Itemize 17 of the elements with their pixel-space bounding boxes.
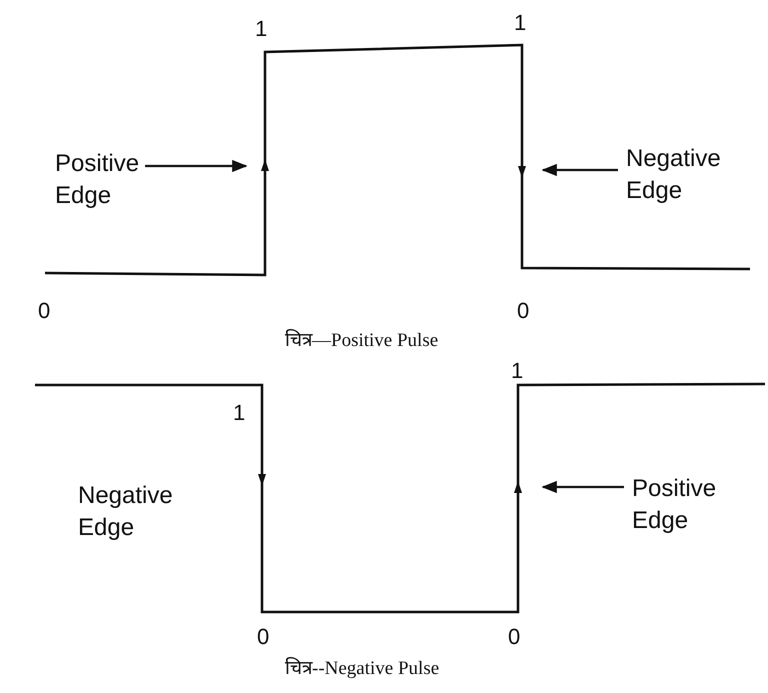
level-value: 1: [233, 400, 246, 426]
leader-arrow: [145, 160, 248, 172]
level-value: 0: [38, 298, 50, 324]
level-value: 0: [257, 624, 270, 650]
level-value: 1: [514, 10, 526, 36]
leader-arrow: [541, 164, 618, 176]
edge-label-text: Positive Edge: [632, 473, 744, 537]
edge-label-text: Negative Edge: [626, 143, 738, 207]
level-value: 0: [517, 298, 530, 324]
level-value: 0: [508, 624, 520, 650]
edge-label-text: Positive Edge: [55, 148, 167, 212]
leader-arrow: [541, 480, 624, 494]
figure-caption: चित्र—Positive Pulse: [285, 328, 438, 352]
figure-caption: चित्र--Negative Pulse: [285, 656, 440, 680]
level-value: 1: [255, 16, 268, 42]
edge-label-text: Negative Edge: [78, 480, 190, 544]
level-value: 1: [511, 358, 524, 384]
